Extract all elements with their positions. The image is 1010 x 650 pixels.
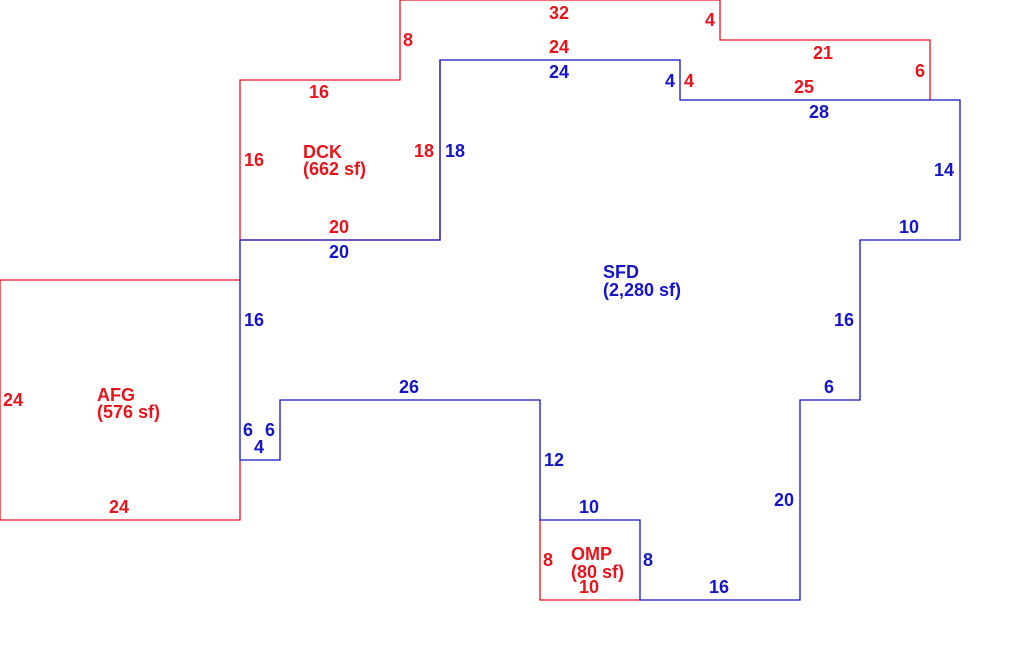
sfd-dim-omp-side: 8 — [643, 550, 653, 570]
sfd-dim-inner-top: 26 — [399, 377, 419, 397]
dck-dim-right-top: 21 — [813, 43, 833, 63]
omp-area-label: (80 sf) — [571, 562, 624, 582]
omp-dim-left: 8 — [543, 550, 553, 570]
dck-dim-upper-left: 16 — [309, 82, 329, 102]
afg-dim-bottom: 24 — [109, 497, 129, 517]
sfd-dim-right-mid: 16 — [834, 310, 854, 330]
dck-dim-right-side: 6 — [915, 61, 925, 81]
dck-dim-step2: 4 — [684, 71, 694, 91]
dck-code-label: DCK — [303, 142, 342, 162]
afg-area-label: (576 sf) — [97, 402, 160, 422]
sfd-dim-inner-side: 12 — [544, 450, 564, 470]
dck-dim-left-step: 8 — [403, 30, 413, 50]
sfd-dim-right-step: 10 — [899, 217, 919, 237]
sfd-dim-right-lower: 20 — [774, 490, 794, 510]
dck-dim-bottom: 20 — [329, 217, 349, 237]
afg-dim-left: 24 — [3, 390, 23, 410]
afg-outline — [0, 279, 241, 521]
sfd-dim-notch-bottom: 4 — [254, 437, 264, 457]
dck-area-label: (662 sf) — [303, 159, 366, 179]
sfd-dim-left-top: 20 — [329, 242, 349, 262]
sfd-code-label: SFD — [603, 262, 639, 282]
sfd-dim-left-side: 18 — [445, 141, 465, 161]
dck-dim-mid-top: 24 — [549, 37, 569, 57]
sfd-outline — [239, 59, 961, 601]
sfd-dim-omp-top: 10 — [579, 497, 599, 517]
omp-dim-bottom: 10 — [579, 577, 599, 597]
sfd-dim-top-right: 28 — [809, 102, 829, 122]
dck-dim-left: 16 — [244, 150, 264, 170]
sfd-dim-left-mid: 16 — [244, 310, 264, 330]
sfd-dim-step1: 4 — [665, 71, 675, 91]
omp-code-label: OMP — [571, 544, 612, 564]
sfd-dim-notch-a: 6 — [243, 420, 253, 440]
afg-code-label: AFG — [97, 385, 135, 405]
dck-dim-top: 32 — [549, 3, 569, 23]
sfd-dim-mid-step: 6 — [824, 377, 834, 397]
dck-dim-step1: 4 — [705, 10, 715, 30]
dck-dim-right: 18 — [414, 141, 434, 161]
sfd-area-label: (2,280 sf) — [603, 280, 681, 300]
dck-dim-lower-right: 25 — [794, 77, 814, 97]
sfd-dim-bottom: 16 — [709, 577, 729, 597]
omp-outline — [539, 520, 640, 601]
sfd-dim-right-upper: 14 — [934, 160, 954, 180]
sfd-dim-top: 24 — [549, 62, 569, 82]
sfd-dim-notch-b: 6 — [265, 420, 275, 440]
